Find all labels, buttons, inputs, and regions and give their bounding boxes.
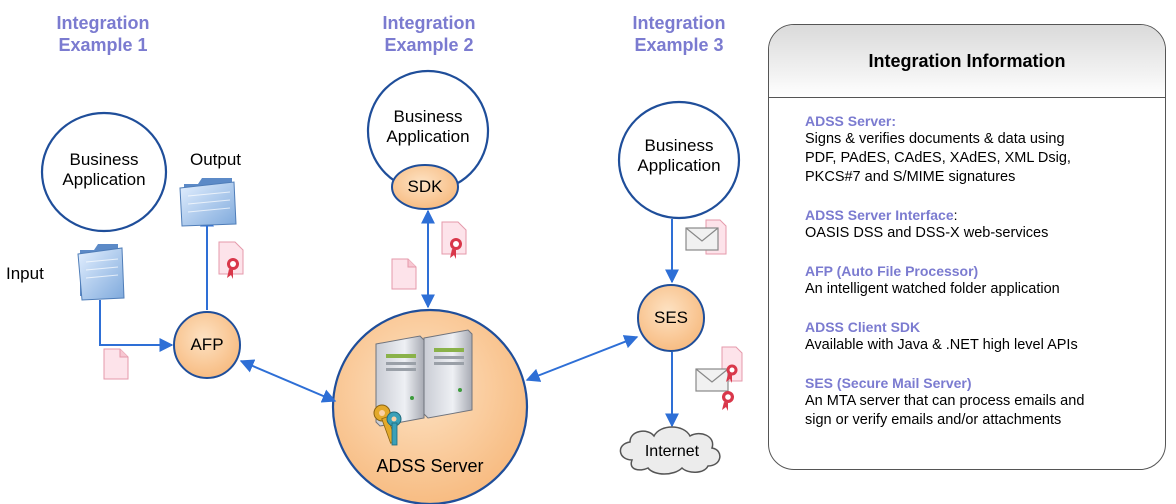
info-title-afp: AFP (Auto File Processor)	[805, 263, 979, 279]
integration-info-panel: Integration Information ADSS Server: Sig…	[768, 24, 1166, 470]
server-icon	[375, 329, 473, 427]
folder-icon	[179, 178, 237, 227]
afp-label: AFP	[190, 335, 224, 354]
output-label: Output	[190, 150, 242, 169]
input-label: Input	[6, 264, 44, 283]
info-title-client-sdk: ADSS Client SDK	[805, 319, 921, 335]
business-app-circle-1	[40, 111, 168, 233]
folder-icon	[77, 244, 125, 301]
afp-node	[173, 311, 241, 379]
certificate-document-icon	[441, 221, 467, 259]
business-app-label-1: Business Application	[62, 150, 146, 189]
business-app-circle-3	[617, 100, 741, 220]
info-desc-afp: An intelligent watched folder applicatio…	[805, 281, 1060, 297]
example-3-heading: Integration Example 3	[632, 13, 726, 55]
info-title-adss-server: ADSS Server:	[805, 113, 897, 129]
envelope-icon	[685, 219, 727, 255]
adss-server-label: ADSS Server	[376, 456, 484, 476]
info-title-ses: SES (Secure Mail Server)	[805, 375, 972, 391]
cloud-icon	[619, 426, 721, 475]
info-item-afp: AFP (Auto File Processor) An intelligent…	[805, 262, 1165, 299]
business-app-label-3: Business Application	[637, 136, 721, 175]
info-desc-adss-interface: OASIS DSS and DSS-X web-services	[805, 225, 1049, 241]
example-2-heading: Integration Example 2	[382, 13, 476, 55]
document-icon	[103, 348, 129, 380]
info-panel-body: ADSS Server: Signs & verifies documents …	[769, 98, 1165, 430]
sdk-node	[391, 164, 459, 210]
info-item-ses: SES (Secure Mail Server) An MTA server t…	[805, 374, 1165, 430]
info-desc-adss-server: Signs & verifies documents & data using …	[805, 131, 1071, 185]
arrow-afp-adss	[239, 359, 337, 403]
info-panel-title: Integration Information	[769, 25, 1165, 98]
business-app-label-2: Business Application	[386, 107, 470, 146]
info-item-adss-server: ADSS Server: Signs & verifies documents …	[805, 112, 1165, 187]
info-item-client-sdk: ADSS Client SDK Available with Java & .N…	[805, 318, 1165, 355]
envelope-icon	[695, 346, 743, 411]
internet-label: Internet	[644, 443, 700, 460]
info-title-adss-interface: ADSS Server Interface	[805, 207, 954, 223]
ses-label: SES	[653, 308, 689, 327]
arrow-ses-adss	[525, 335, 639, 382]
certificate-document-icon	[218, 241, 244, 279]
example-1-heading: Integration Example 1	[56, 13, 150, 55]
info-desc-client-sdk: Available with Java & .NET high level AP…	[805, 337, 1078, 353]
ses-node	[637, 284, 705, 352]
info-desc-ses: An MTA server that can process emails an…	[805, 393, 1085, 428]
keys-icon	[373, 404, 402, 446]
arrow-input-to-afp	[99, 300, 174, 352]
info-item-adss-interface: ADSS Server Interface: OASIS DSS and DSS…	[805, 206, 1165, 243]
document-icon	[391, 258, 417, 290]
sdk-label: SDK	[407, 177, 443, 196]
